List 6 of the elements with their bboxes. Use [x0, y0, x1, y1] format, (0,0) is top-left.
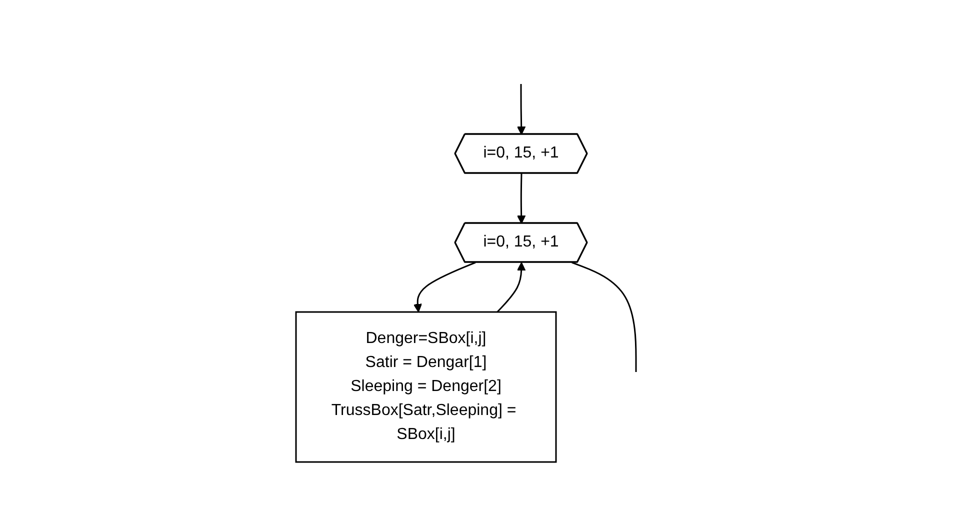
arrow: [516, 172, 526, 224]
arrow: [413, 261, 476, 312]
arrow: [516, 84, 526, 134]
arrow: [496, 262, 526, 312]
connector: [572, 261, 637, 372]
node-box: Denger=SBox[i,j] Satir = Dengar[1] Sleeping = Denger[2] TrussBox[Satr,Sleeping] = SBox[i,j]: [295, 310, 557, 462]
